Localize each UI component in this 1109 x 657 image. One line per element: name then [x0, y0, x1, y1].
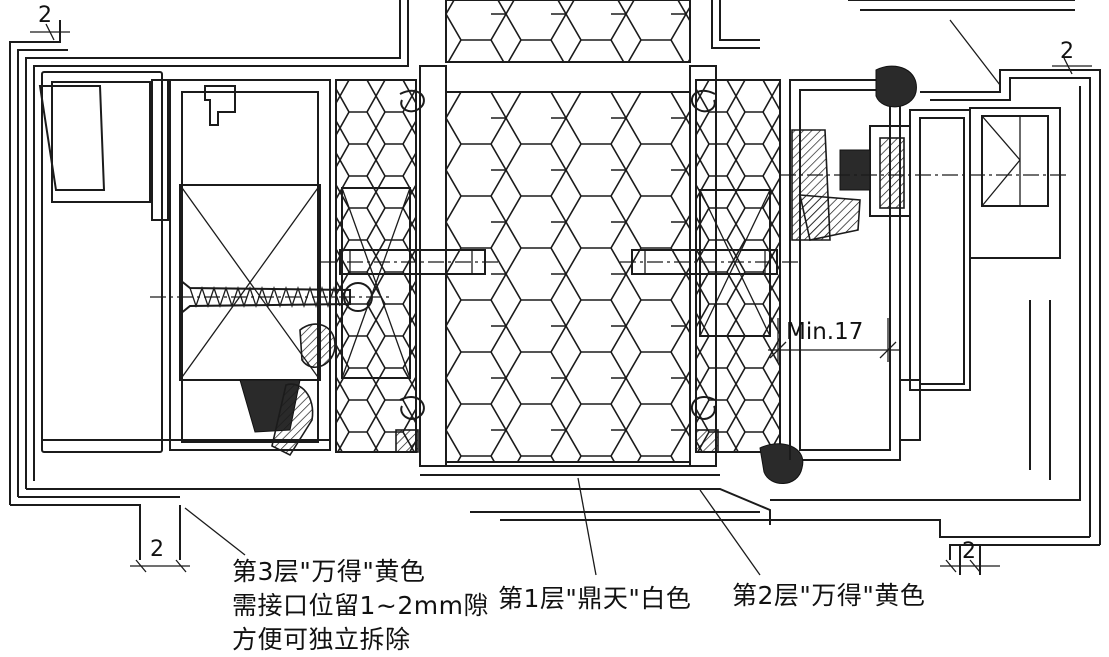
layer3-label-line3: 方便可独立拆除 — [232, 625, 411, 654]
left-insulation — [335, 79, 425, 453]
right-insulation — [690, 79, 781, 453]
leader-lines — [184, 19, 1001, 576]
honeycomb-panel — [419, 0, 717, 467]
gap-marks — [30, 23, 1092, 575]
min-clearance-label: Min.17 — [786, 319, 864, 345]
wood-screw — [150, 277, 390, 317]
gap-label-top-left: 2 — [38, 3, 52, 28]
dimension-min17 — [768, 318, 900, 362]
cladding-layer-3 — [9, 0, 440, 560]
layer2-label: 第2层"万得"黄色 — [732, 581, 926, 610]
cladding-layer-2 — [420, 0, 1101, 560]
layer3-label-line2: 需接口位留1~2mm隙 — [232, 591, 489, 620]
gap-label-bottom-left: 2 — [150, 537, 164, 562]
right-frame — [759, 65, 1070, 484]
left-frame — [38, 71, 336, 457]
layer3-label-line1: 第3层"万得"黄色 — [232, 557, 426, 586]
layer1-label: 第1层"鼎天"白色 — [498, 584, 692, 613]
gap-label-top-right: 2 — [1060, 39, 1074, 64]
gap-label-bottom-right: 2 — [962, 539, 976, 564]
